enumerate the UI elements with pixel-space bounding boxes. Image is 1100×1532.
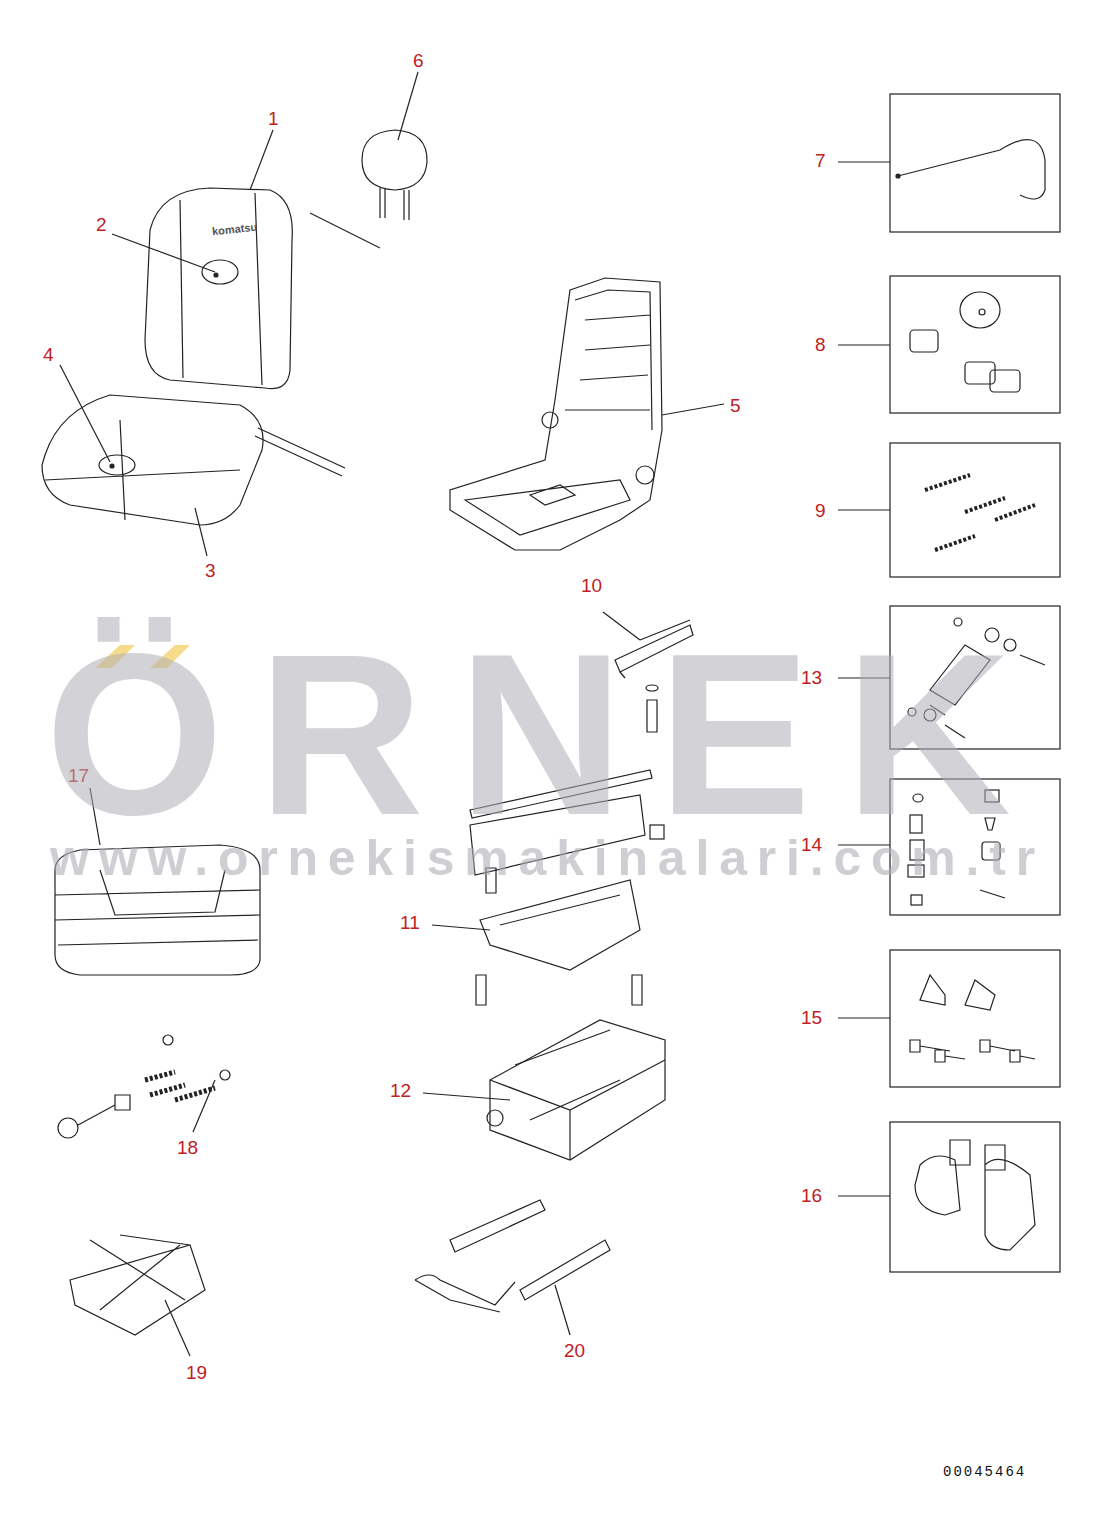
callout-number: 3 [205, 561, 216, 580]
callout-number: 10 [581, 576, 602, 595]
callout-number: 6 [413, 51, 424, 70]
callout-number: 15 [801, 1008, 822, 1027]
drawing-code: 00045464 [943, 1465, 1026, 1479]
callout-number: 7 [815, 151, 826, 170]
callout-number: 2 [96, 215, 107, 234]
callout-number: 1 [268, 109, 279, 128]
watermark-url: www.ornekismakinalari.com.tr [50, 833, 1045, 883]
callout-number: 11 [400, 913, 420, 932]
callout-number: 16 [801, 1186, 822, 1205]
callout-number: 5 [730, 396, 741, 415]
callout-number: 19 [186, 1363, 207, 1382]
brand-logo: komatsu [212, 222, 258, 238]
callout-number: 18 [177, 1138, 198, 1157]
callout-number: 9 [815, 501, 826, 520]
callout-number: 8 [815, 335, 826, 354]
callout-number: 4 [43, 345, 54, 364]
callout-number: 12 [390, 1081, 411, 1100]
watermark: ÖRNEK [45, 620, 1045, 850]
callout-number: 20 [564, 1341, 585, 1360]
